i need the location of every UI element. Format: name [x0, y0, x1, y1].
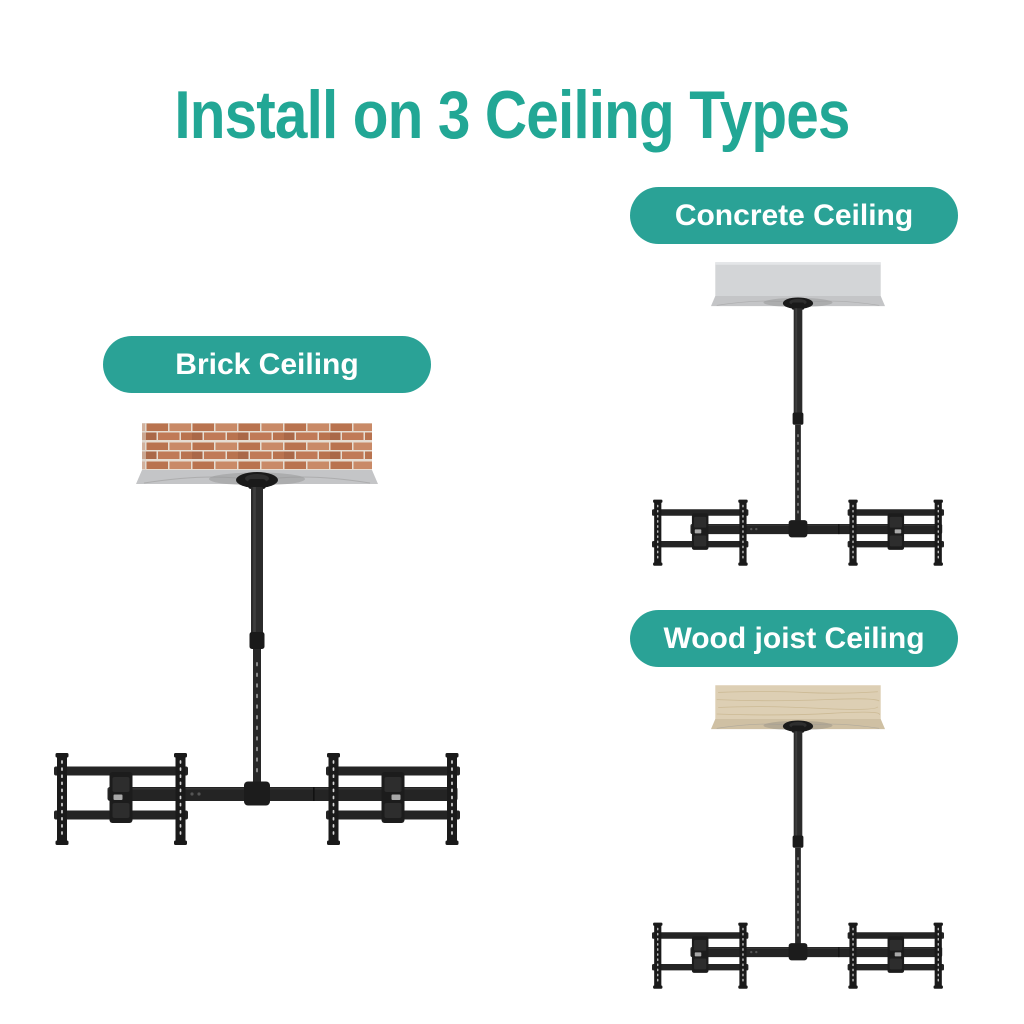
brick-ceiling-illustration [54, 422, 460, 845]
ceiling-tv-mount-icon [54, 472, 460, 845]
wood-joist-ceiling-illustration [652, 684, 944, 989]
concrete-ceiling-badge-label: Concrete Ceiling [674, 198, 914, 232]
wood-joist-ceiling-badge: Wood joist Ceiling [630, 610, 958, 667]
concrete-ceiling-illustration [652, 261, 944, 566]
ceiling-tv-mount-icon [652, 297, 944, 565]
page-title: Install on 3 Ceiling Types [174, 76, 850, 153]
wood-joist-ceiling-badge-label: Wood joist Ceiling [663, 621, 925, 655]
concrete-ceiling-badge: Concrete Ceiling [630, 187, 958, 244]
brick-ceiling-badge-label: Brick Ceiling [175, 347, 359, 381]
ceiling-tv-mount-icon [652, 720, 944, 988]
brick-ceiling-badge: Brick Ceiling [103, 336, 431, 393]
